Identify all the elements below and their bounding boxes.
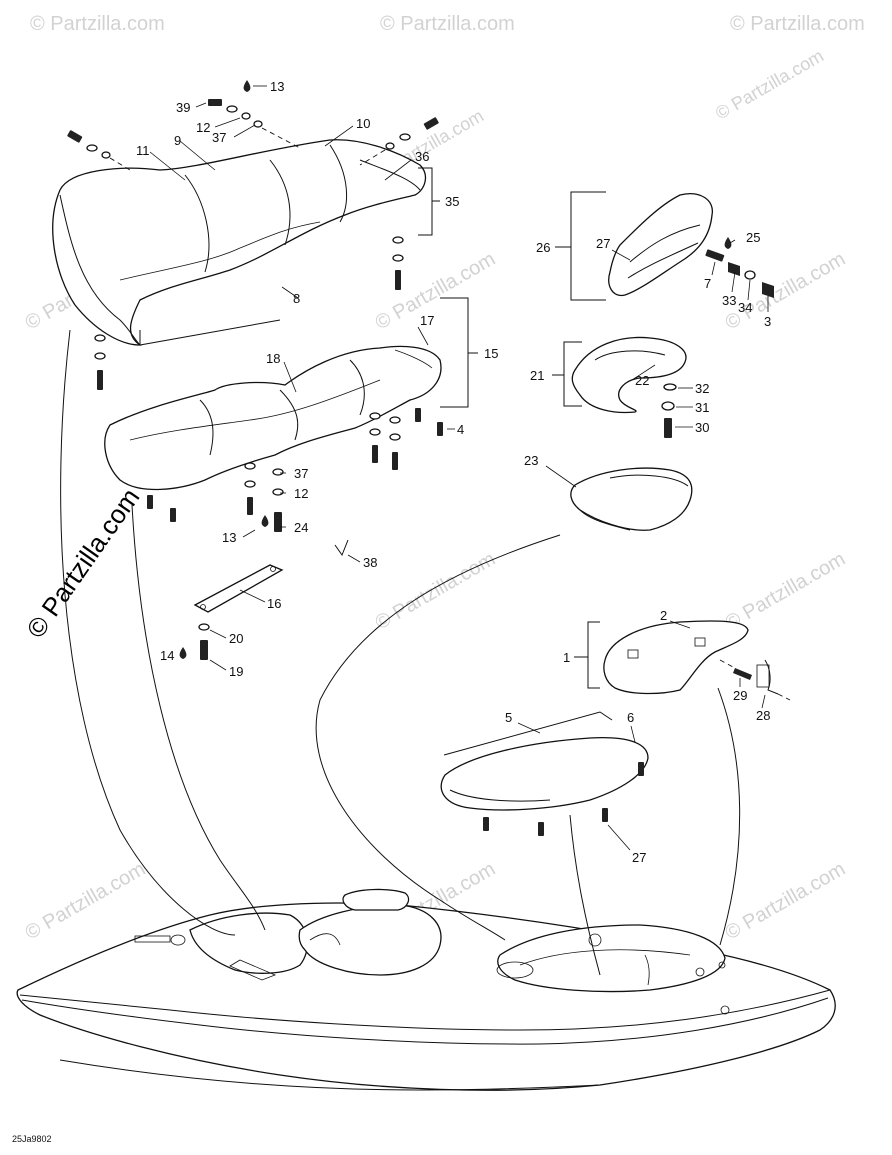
callout-20: 21 — [530, 368, 544, 383]
callout-31: 31 — [695, 400, 709, 415]
callout-14: 15 — [484, 346, 498, 361]
callout-37b: 37 — [294, 466, 308, 481]
callout-25: 27 — [596, 236, 610, 251]
callout-34: 34 — [738, 300, 752, 315]
watermark: © Partzilla.com — [372, 548, 500, 634]
seat-cover-assembly — [52, 139, 427, 346]
watermark: © Partzilla.com — [380, 13, 515, 35]
bracket-15 — [193, 564, 284, 613]
callout-27: 27 — [632, 850, 646, 865]
watermark: © Partzilla.com — [722, 858, 850, 944]
watermark: © Partzilla.com — [730, 13, 865, 35]
part-6 — [440, 736, 649, 811]
bracket-lines — [418, 167, 613, 756]
callout-28: 28 — [756, 708, 770, 723]
callout-32: 32 — [695, 381, 709, 396]
callout-13: 13 — [270, 79, 284, 94]
callout-37: 37 — [212, 130, 226, 145]
callout-12: 12 — [196, 120, 210, 135]
callout-11: 11 — [136, 143, 150, 158]
watermark: © Partzilla.com — [722, 548, 850, 634]
hardware — [67, 80, 791, 836]
seat-part-22 — [570, 467, 693, 531]
callout-15: 16 — [267, 596, 281, 611]
callout-36: 36 — [415, 149, 429, 164]
watermark: © Partzilla.com — [372, 248, 500, 334]
callout-12b: 12 — [294, 486, 308, 501]
callout-13b: 13 — [222, 530, 236, 545]
callout-17: 18 — [266, 351, 280, 366]
callout-22: 23 — [524, 453, 538, 468]
part-2 — [603, 620, 749, 695]
callout-5: 5 — [505, 710, 512, 725]
callout-35: 35 — [445, 194, 459, 209]
callout-30: 30 — [695, 420, 709, 435]
watermark: © Partzilla.com — [722, 248, 850, 334]
part-21 — [571, 336, 687, 414]
callout-38: 39 — [176, 100, 190, 115]
callout-6: 6 — [627, 710, 634, 725]
leader-lines — [60, 329, 741, 976]
callout-33: 33 — [722, 293, 736, 308]
callout-26: 24 — [294, 520, 308, 535]
callout-16: 17 — [420, 313, 434, 328]
backrest-25 — [608, 193, 713, 297]
callout-8: 8 — [293, 291, 300, 306]
callouts: 13 39 12 37 10 9 11 36 35 8 17 15 18 4 3… — [136, 79, 771, 865]
callout-24: 26 — [536, 240, 550, 255]
hull — [16, 888, 836, 1091]
callout-39: 38 — [363, 555, 377, 570]
callout-7: 7 — [704, 276, 711, 291]
callout-18: 19 — [229, 664, 243, 679]
callout-4: 4 — [457, 422, 464, 437]
watermark: © Partzilla.com — [30, 13, 165, 35]
callout-1: 1 — [563, 650, 570, 665]
callout-9: 9 — [174, 133, 181, 148]
callout-13c: 14 — [160, 648, 174, 663]
callout-23: 25 — [746, 230, 760, 245]
watermark: © Partzilla.com — [22, 858, 150, 944]
seat-assembly — [104, 345, 442, 491]
figure-code: 25Ja9802 — [12, 1134, 52, 1144]
callout-10: 10 — [356, 116, 370, 131]
callout-19: 20 — [229, 631, 243, 646]
watermark: © Partzilla.com — [712, 45, 827, 123]
callout-leaders — [149, 85, 769, 851]
callout-2: 2 — [660, 608, 667, 623]
callout-3: 3 — [764, 314, 771, 329]
callout-21: 22 — [635, 373, 649, 388]
callout-29: 29 — [733, 688, 747, 703]
watermark-large: © Partzilla.com — [20, 483, 145, 644]
